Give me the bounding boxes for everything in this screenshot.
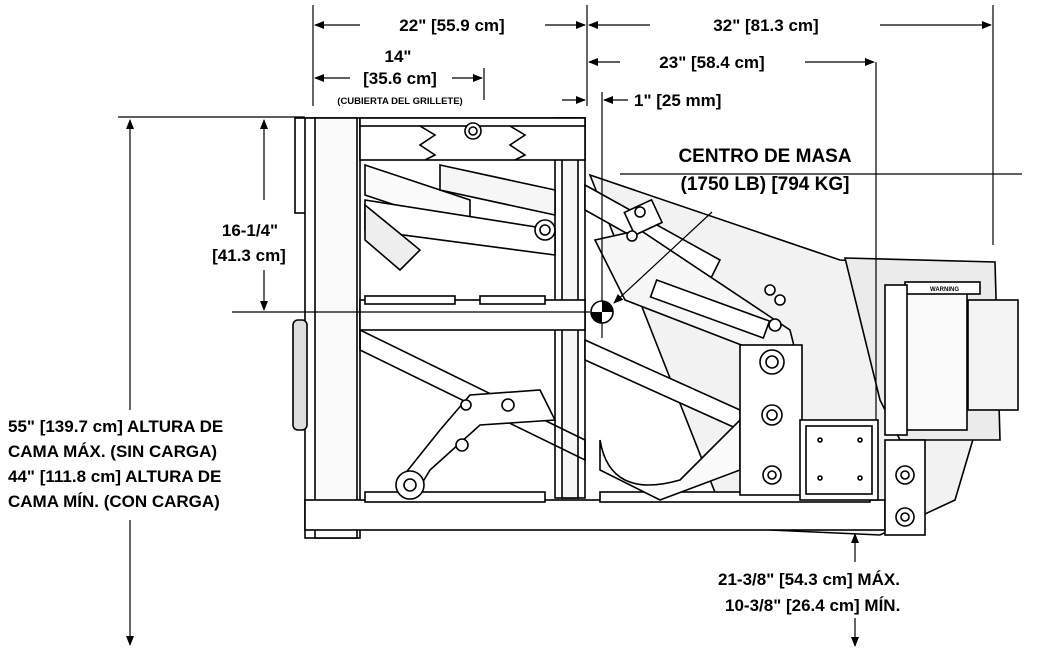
lower-pin-3: [460, 399, 472, 411]
lower-pin-2: [501, 398, 515, 412]
rear-length-label: 32" [81.3 cm]: [713, 16, 818, 35]
shackle-cover-inches-label: 14": [385, 47, 412, 66]
dimension-lines: [118, 5, 1022, 647]
front-plate-inner: [314, 117, 358, 539]
center-of-mass-symbol: [590, 300, 614, 324]
hub-flange: [904, 289, 968, 431]
lower-pin-1: [455, 438, 469, 452]
label-plate-text: WARNING: [930, 287, 959, 293]
com-height-inches-label: 16-1/4": [222, 221, 278, 240]
diagonal-strut-1: [364, 203, 422, 272]
bed-height-line-4: CAMA MÍN. (CON CARGA): [8, 492, 220, 511]
com-offset-label: 23" [58.4 cm]: [659, 53, 764, 72]
small-offset-label: 1" [25 mm]: [634, 91, 721, 110]
upper-bracket: [623, 198, 664, 237]
bed-height-line-1: 55" [139.7 cm] ALTURA DE: [8, 417, 223, 436]
front-disc: [292, 319, 308, 431]
motor-block: [967, 299, 1019, 411]
ground-clearance-line-1: 21-3/8" [54.3 cm] MÁX.: [718, 570, 900, 589]
top-rail-break-2: [508, 125, 527, 161]
middle-rail: [359, 299, 586, 331]
com-height-cm-label: [41.3 cm]: [212, 246, 286, 265]
top-rail-break-1: [418, 125, 437, 161]
bed-height-line-3: 44" [111.8 cm] ALTURA DE: [8, 467, 221, 486]
hub-side-plate: [884, 284, 908, 436]
hitch-machine: WARNING: [292, 117, 1019, 539]
center-of-mass-weight: (1750 LB) [794 KG]: [681, 174, 850, 195]
shackle-cover-cm-label: [35.6 cm]: [363, 69, 437, 88]
dimension-labels: 22" [55.9 cm] 32" [81.3 cm] 14" [35.6 cm…: [8, 16, 900, 615]
bed-height-line-2: CAMA MÁX. (SIN CARGA): [8, 442, 217, 461]
upper-arm-3: [439, 164, 556, 216]
ground-clearance-line-2: 10-3/8" [26.4 cm] MÍN.: [725, 596, 900, 615]
bottom-rail: [304, 499, 886, 531]
shackle-cover-note: (CUBIERTA DEL GRILLETE): [337, 96, 462, 107]
center-of-mass-title: CENTRO DE MASA: [678, 146, 851, 167]
overall-width-label: 22" [55.9 cm]: [399, 16, 504, 35]
cylinder: [649, 278, 771, 340]
